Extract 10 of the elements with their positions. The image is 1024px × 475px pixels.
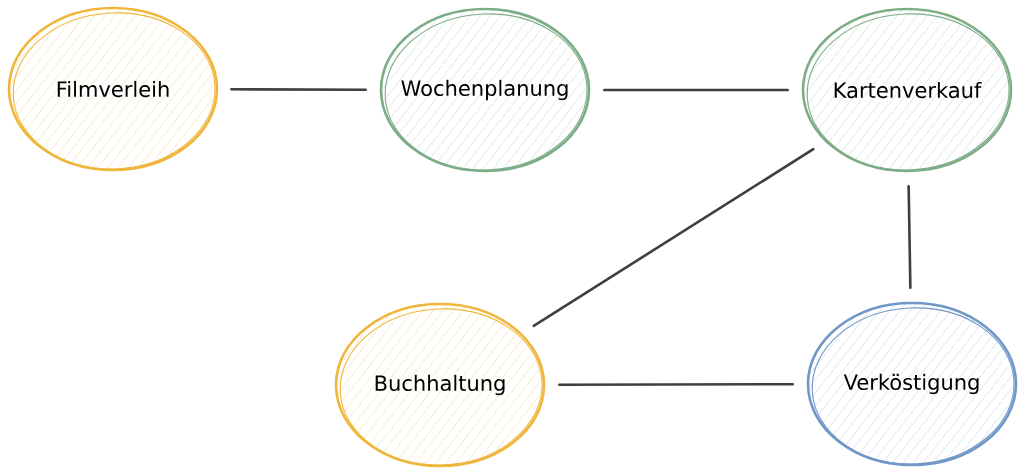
ellipse-node: Wochenplanung (379, 7, 591, 173)
ellipse-node: Filmverleih (7, 6, 219, 172)
ellipse-node: Buchhaltung (334, 302, 546, 468)
connector-line (603, 88, 789, 92)
connector-line (230, 88, 367, 91)
connector-line (907, 185, 912, 289)
connector-line (532, 147, 815, 328)
connector-line (558, 382, 794, 387)
ellipse-node: Kartenverkauf (801, 7, 1013, 173)
ellipse-node: Verköstigung (806, 301, 1018, 467)
